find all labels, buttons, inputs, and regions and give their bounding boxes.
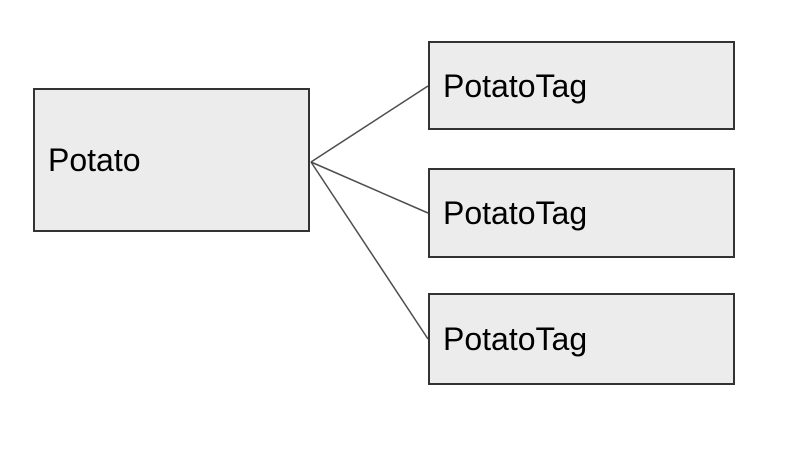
node-potato-label: Potato: [48, 142, 141, 178]
connector-line-source-to-target-3: [310, 161, 429, 340]
node-potatotag-3: PotatoTag: [428, 293, 735, 385]
node-potatotag-1-label: PotatoTag: [443, 67, 588, 104]
node-potatotag-2-label: PotatoTag: [443, 195, 588, 231]
node-potato: Potato: [33, 88, 310, 232]
node-potatotag-1: PotatoTag: [428, 41, 735, 130]
node-potatotag-3-label: PotatoTag: [443, 321, 588, 357]
connector-line-source-to-target-2: [310, 161, 429, 214]
node-potatotag-2: PotatoTag: [428, 168, 735, 258]
connector-line-source-to-target-1: [310, 85, 429, 163]
